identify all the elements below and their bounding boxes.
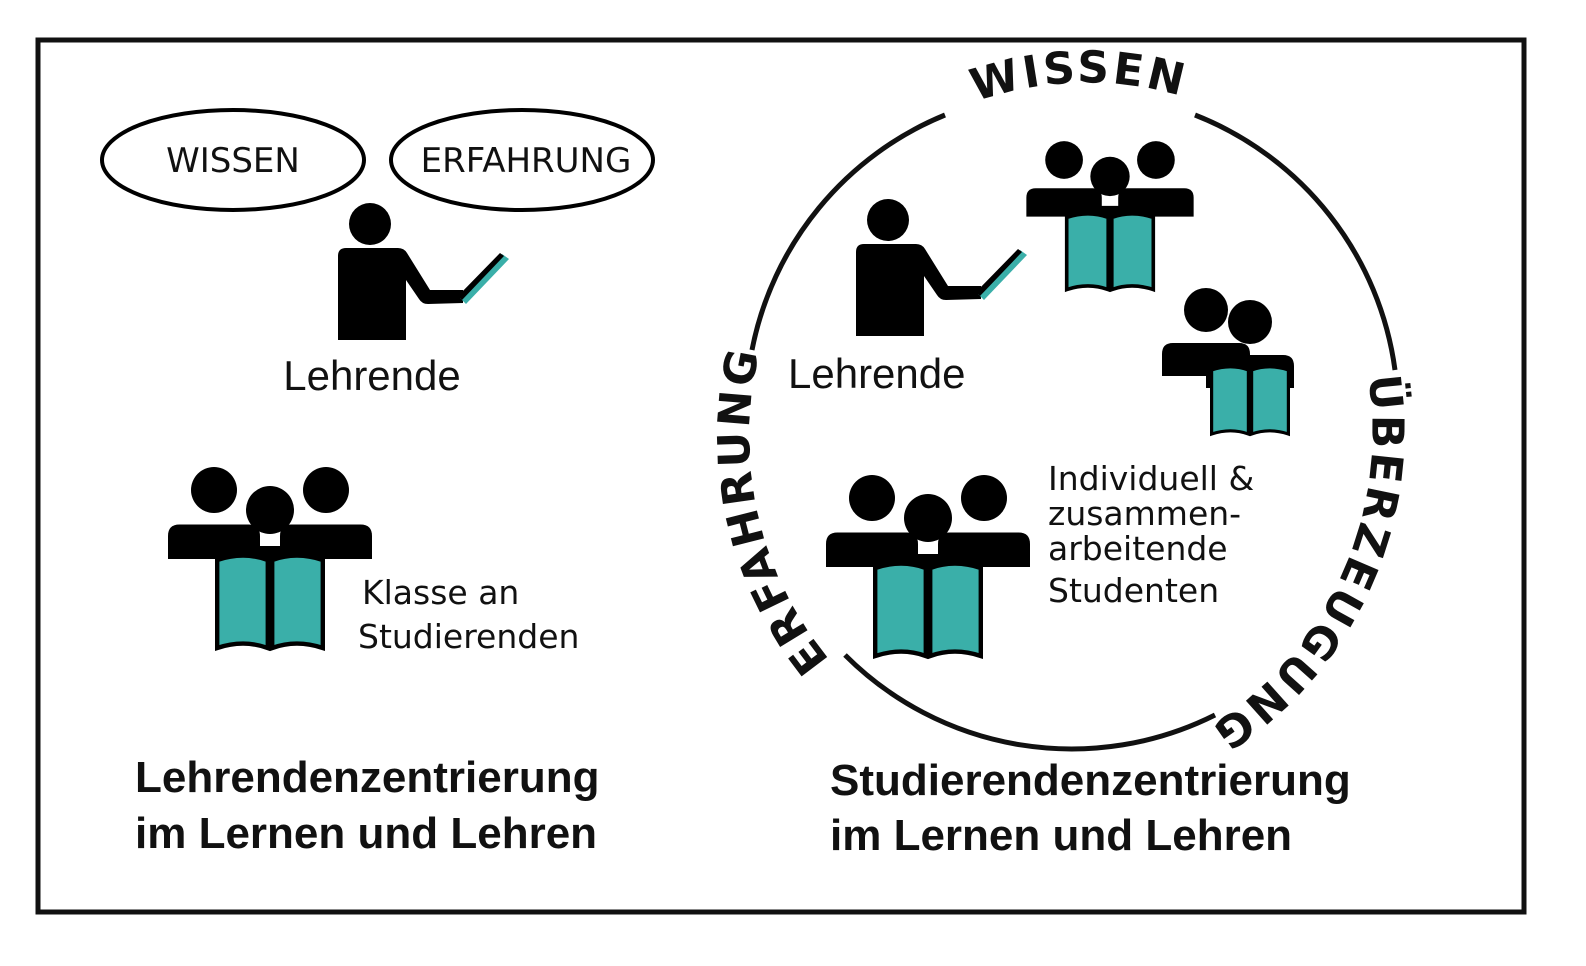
circle-label-top-path: WISSEN	[965, 42, 1190, 111]
left-teacher-label: Lehrende	[283, 352, 461, 399]
teacher-pointing-icon	[338, 203, 509, 340]
left-panel: WISSEN ERFAHRUNG Lehrende Klasse an Stud…	[100, 108, 655, 858]
circle-label-top: WISSEN	[965, 42, 1193, 111]
oval-erfahrung-label: ERFAHRUNG	[421, 141, 632, 181]
circle-arc-top-right	[1194, 112, 1398, 371]
frame-border	[35, 37, 1527, 915]
left-class-label-line2: Studierenden	[358, 617, 579, 656]
student-pair-reading-icon	[1162, 288, 1294, 434]
right-teacher-label: Lehrende	[788, 350, 966, 397]
right-caption-line2: im Lernen und Lehren	[830, 811, 1292, 860]
circle-arc-bottom	[843, 653, 1217, 752]
student-group-reading-icon	[168, 467, 372, 648]
students-label-line3: arbeitende	[1048, 529, 1228, 568]
left-caption-line1: Lehrendenzentrierung	[135, 753, 600, 802]
right-panel: WISSEN ÜBERZEUGUNG ERFAHRUNG Lehrende In…	[709, 42, 1412, 860]
oval-wissen-label: WISSEN	[166, 141, 300, 181]
students-label-line1: Individuell &	[1048, 459, 1254, 498]
student-group-reading-icon	[826, 475, 1030, 656]
right-caption-line1: Studierendenzentrierung	[830, 756, 1351, 805]
students-label-line2: zusammen-	[1048, 494, 1241, 533]
left-caption-line2: im Lernen und Lehren	[135, 809, 597, 858]
oval-erfahrung	[389, 108, 655, 212]
oval-wissen	[100, 108, 366, 212]
students-label-line4: Studenten	[1048, 571, 1219, 610]
student-group-reading-icon	[1026, 141, 1193, 289]
left-class-label-line1: Klasse an	[362, 573, 519, 612]
teacher-pointing-icon	[856, 199, 1027, 336]
circle-arc-top-left	[749, 112, 946, 351]
